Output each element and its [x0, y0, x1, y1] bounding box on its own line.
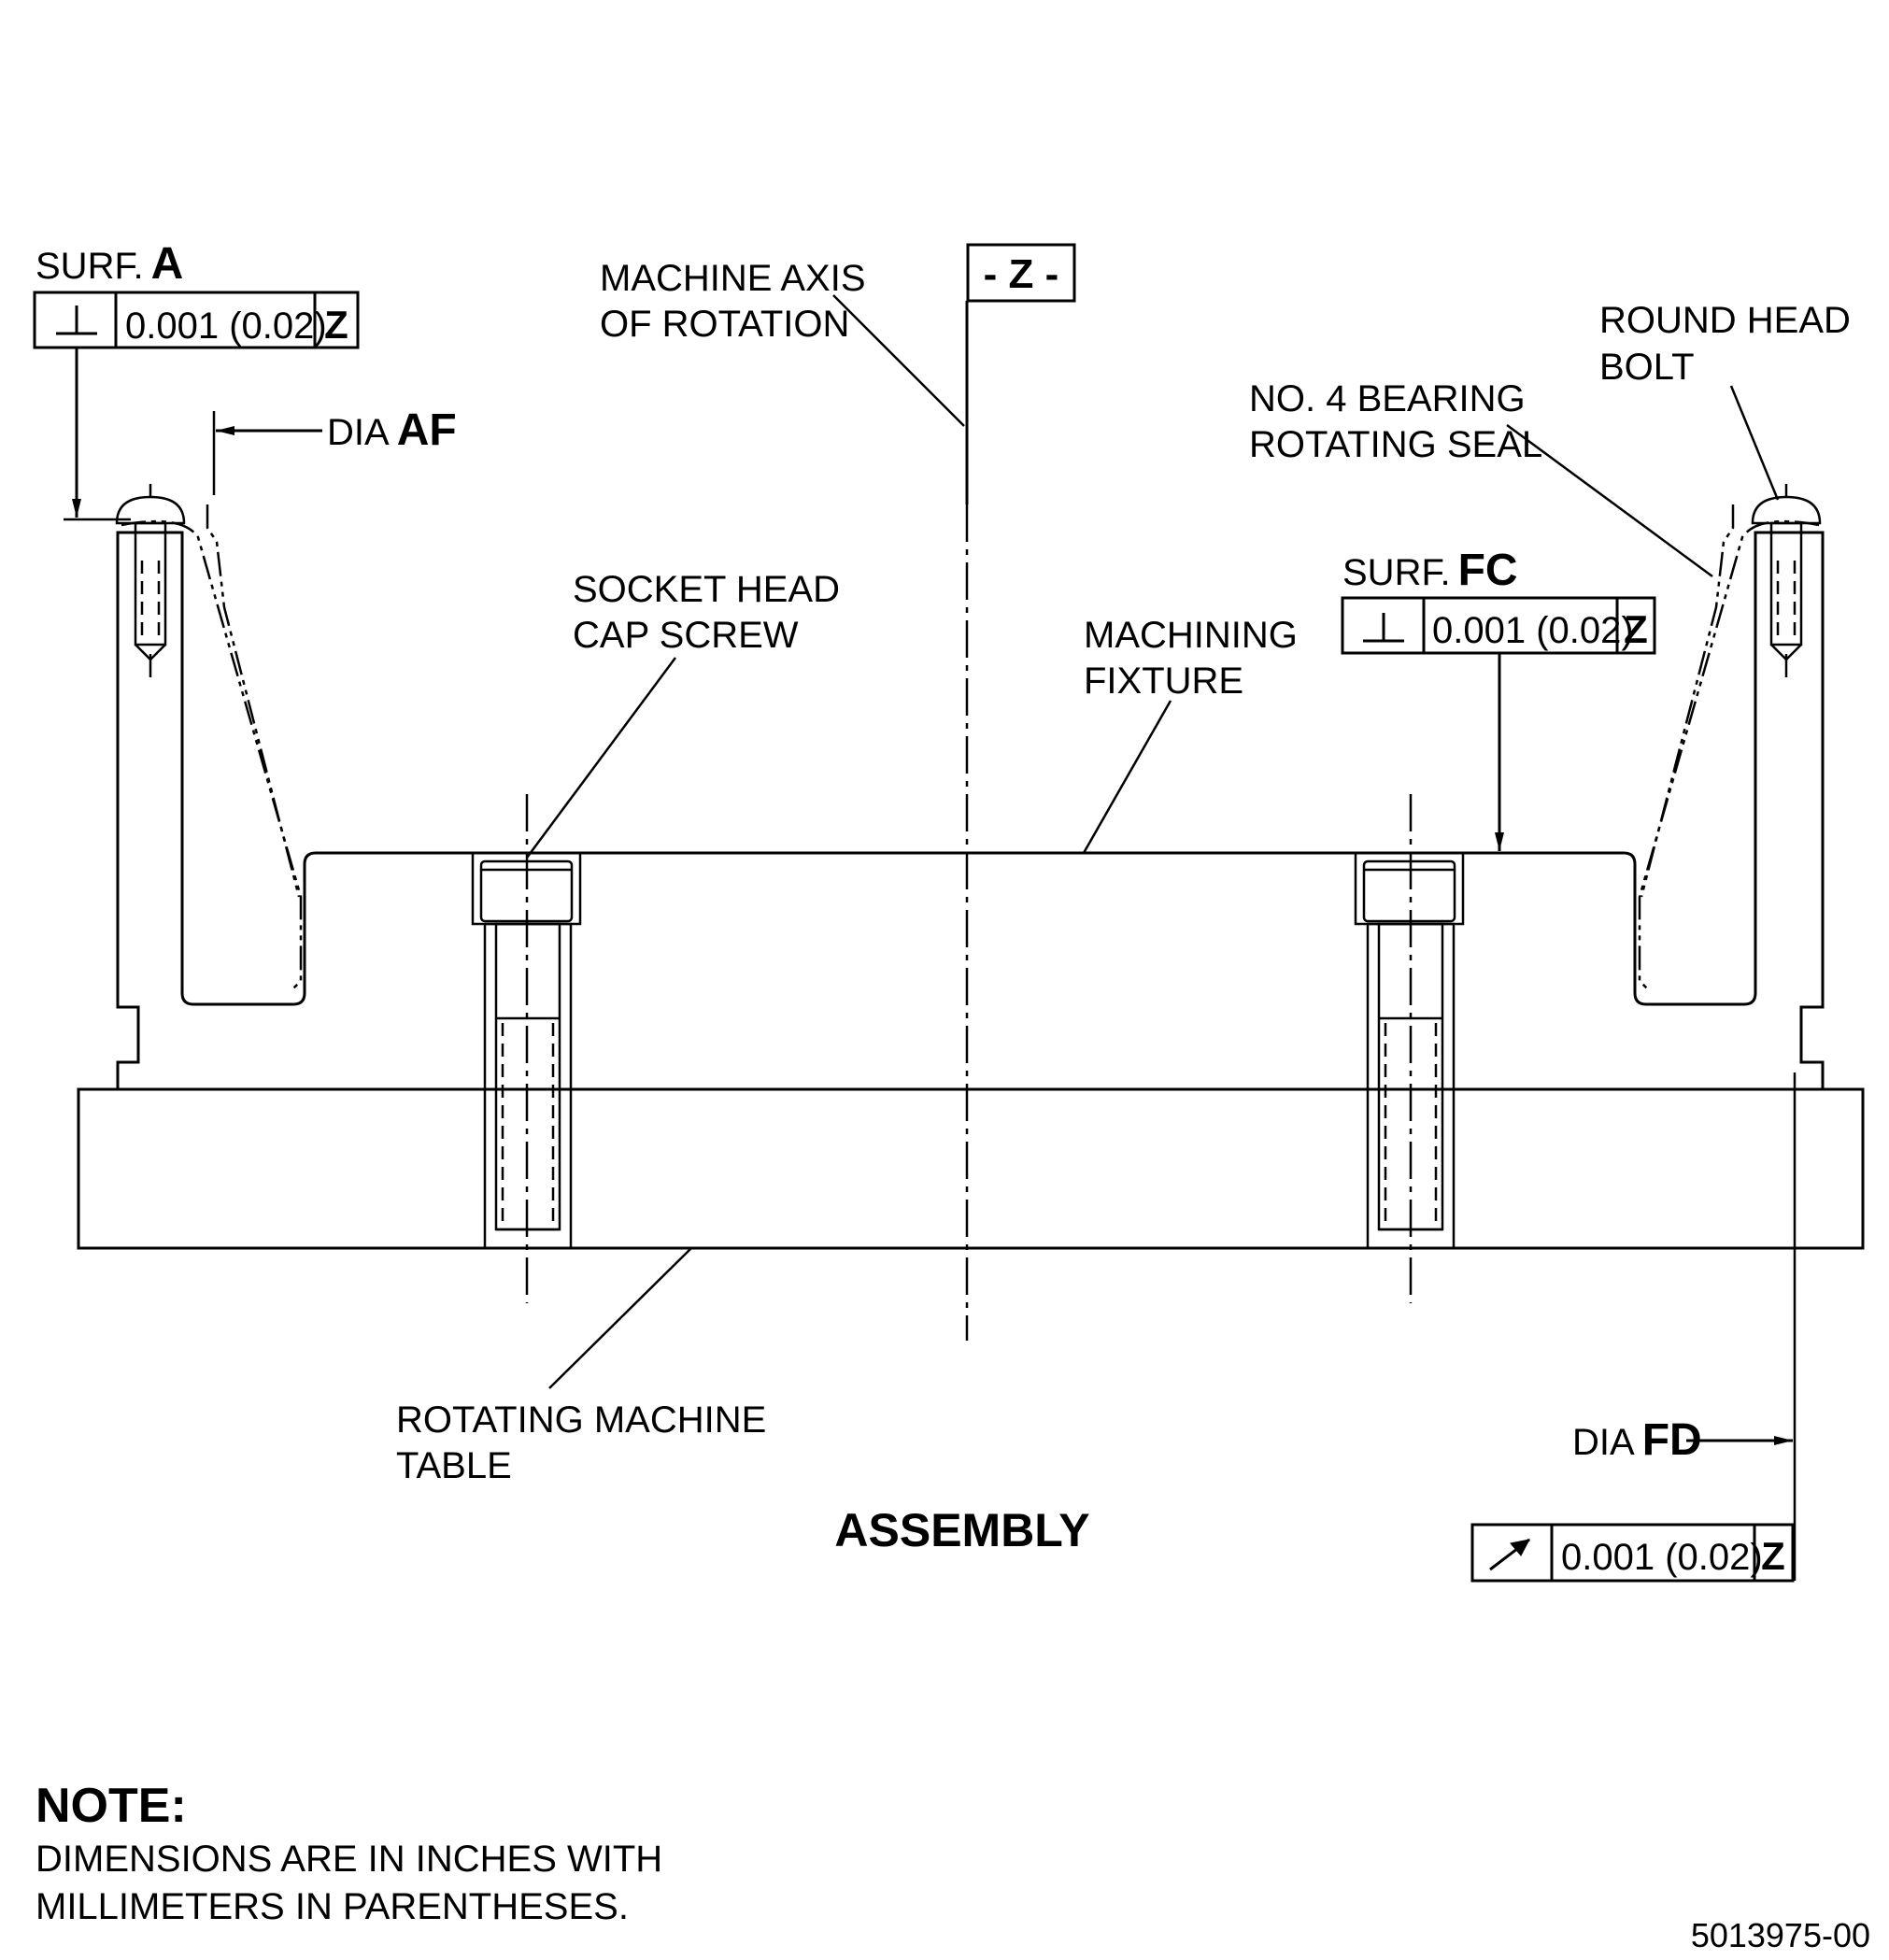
assembly-title: ASSEMBLY — [834, 1504, 1089, 1556]
socket-head-label-line1: SOCKET HEAD — [573, 569, 840, 610]
fcf-fd-tolerance: 0.001 (0.02) — [1561, 1537, 1763, 1578]
fcf-surf-fc: 0.001 (0.02) Z — [1341, 596, 1656, 655]
round-head-bolt-left — [115, 484, 186, 677]
round-head-bolt-leader — [1729, 385, 1780, 501]
machining-fixture-label-line1: MACHINING — [1084, 615, 1298, 656]
datum-z-frame — [966, 243, 1076, 303]
surf-a-label: SURF.A — [36, 239, 183, 289]
circular-runout-symbol — [1489, 1538, 1530, 1571]
machining-fixture — [116, 531, 1825, 1089]
note-line2: MILLIMETERS IN PARENTHESES. — [36, 1886, 629, 1927]
note-title: NOTE: — [36, 1779, 187, 1833]
datum-z-label: - Z - — [984, 251, 1059, 297]
fcf-fc-tolerance: 0.001 (0.02) — [1432, 610, 1634, 651]
machine-axis-label-line1: MACHINE AXIS — [600, 258, 866, 299]
rotating-seal-label-line1: NO. 4 BEARING — [1249, 378, 1526, 419]
fcf-a-datum: Z — [324, 303, 348, 347]
fcf-fd-datum: Z — [1761, 1534, 1785, 1578]
machining-fixture-label-line2: FIXTURE — [1084, 660, 1243, 702]
fcf-dia-fd: 0.001 (0.02) Z — [1470, 1523, 1795, 1583]
round-head-bolt-label-line1: ROUND HEAD — [1599, 300, 1851, 341]
fcf-surf-a: 0.001 (0.02) Z — [33, 291, 360, 349]
rotating-seal-leader — [1506, 423, 1713, 578]
socket-head-leader — [525, 657, 677, 859]
socket-head-label-line2: CAP SCREW — [573, 615, 799, 656]
machine-table-label-line2: TABLE — [396, 1445, 512, 1486]
machining-fixture-leader — [1082, 700, 1172, 854]
fcf-fc-datum: Z — [1624, 607, 1648, 651]
machine-axis-label-line2: OF ROTATION — [600, 304, 849, 345]
surf-fc-label: SURF.FC — [1342, 546, 1518, 595]
rotating-seal-label-line2: ROTATING SEAL — [1249, 424, 1542, 465]
perpendicularity-symbol — [56, 305, 97, 335]
rotating-machine-table — [77, 1087, 1865, 1250]
socket-head-cap-screw-right — [1354, 794, 1465, 1303]
round-head-bolt-label-line2: BOLT — [1599, 347, 1695, 388]
machine-table-leader — [548, 1247, 692, 1389]
note-line1: DIMENSIONS ARE IN INCHES WITH — [36, 1839, 662, 1880]
round-head-bolt-right — [1751, 484, 1822, 677]
rotating-seal-right — [1638, 504, 1820, 991]
socket-head-cap-screw-left — [471, 794, 582, 1303]
perpendicularity-symbol — [1363, 613, 1404, 643]
rotating-seal-left — [121, 504, 303, 991]
drawing-number: 5013975-00 — [1691, 1916, 1870, 1954]
machine-axis-leader — [832, 294, 965, 427]
machine-table-label-line1: ROTATING MACHINE — [396, 1399, 766, 1441]
fcf-a-tolerance: 0.001 (0.02) — [125, 305, 327, 347]
